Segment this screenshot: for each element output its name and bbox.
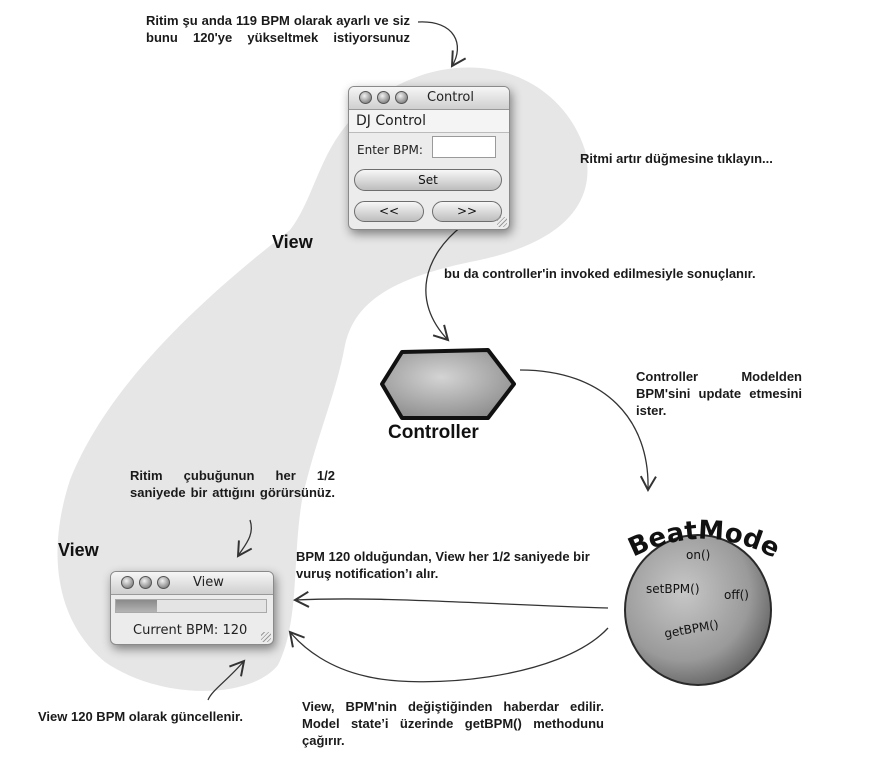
close-icon[interactable] xyxy=(121,576,134,589)
arrow-model-to-view-notify xyxy=(292,590,609,609)
note-controller-invoked: bu da controller'in invoked edilmesiyle … xyxy=(444,266,756,281)
bpm-field-label: Enter BPM: xyxy=(357,143,423,157)
method-on: on() xyxy=(686,548,711,562)
note-view-updated: View 120 BPM olarak güncellenir. xyxy=(38,709,243,724)
control-header: DJ Control xyxy=(349,110,509,133)
arrow-updated-to-view xyxy=(207,659,246,701)
arrow-model-to-view-getbpm xyxy=(288,627,609,683)
decrease-bpm-button[interactable]: << xyxy=(354,201,424,222)
view-window: View Current BPM: 120 xyxy=(110,571,274,645)
control-titlebar[interactable]: Control xyxy=(349,87,509,110)
close-icon[interactable] xyxy=(359,91,372,104)
zoom-icon[interactable] xyxy=(157,576,170,589)
controller-shape xyxy=(380,348,516,420)
note-click-increase: Ritmi artır düğmesine tıklayın... xyxy=(580,151,773,166)
arrow-controller-to-model xyxy=(519,369,657,493)
minimize-icon[interactable] xyxy=(139,576,152,589)
bpm-input[interactable] xyxy=(432,136,496,158)
resize-grip-icon[interactable] xyxy=(497,217,507,227)
view-titlebar[interactable]: View xyxy=(111,572,273,595)
note-view-notified: View, BPM'nin değiştiğinden haberdar edi… xyxy=(302,699,604,748)
label-view-top: View xyxy=(272,232,313,252)
zoom-icon[interactable] xyxy=(395,91,408,104)
method-setbpm: setBPM() xyxy=(646,582,700,596)
note-beat-notification: BPM 120 olduğundan, View her 1/2 saniyed… xyxy=(296,549,590,581)
view-window-title: View xyxy=(193,575,224,590)
control-window-title: Control xyxy=(427,90,474,105)
note-controller-asks-model: Controller Modelden BPM'sini update etme… xyxy=(636,369,802,418)
current-bpm-readout: Current BPM: 120 xyxy=(133,623,248,638)
beatmodel-sphere xyxy=(624,534,772,686)
arrow-note-to-control xyxy=(417,21,467,68)
beat-bar xyxy=(115,599,267,613)
note-bpm-current: Ritim şu anda 119 BPM olarak ayarlı ve s… xyxy=(146,13,410,45)
method-off: off() xyxy=(724,588,749,602)
note-beat-bar-pulse: Ritim çubuğunun her 1/2 saniyede bir att… xyxy=(130,468,335,500)
label-controller: Controller xyxy=(388,422,479,443)
arrow-note-to-view xyxy=(236,519,253,558)
minimize-icon[interactable] xyxy=(377,91,390,104)
control-window: Control DJ Control Enter BPM: Set << >> xyxy=(348,86,510,230)
label-view-bottom: View xyxy=(58,540,99,560)
beat-bar-fill xyxy=(116,600,157,612)
increase-bpm-button[interactable]: >> xyxy=(432,201,502,222)
arrow-control-to-controller xyxy=(425,225,463,342)
set-button[interactable]: Set xyxy=(354,169,502,191)
resize-grip-icon[interactable] xyxy=(261,632,271,642)
